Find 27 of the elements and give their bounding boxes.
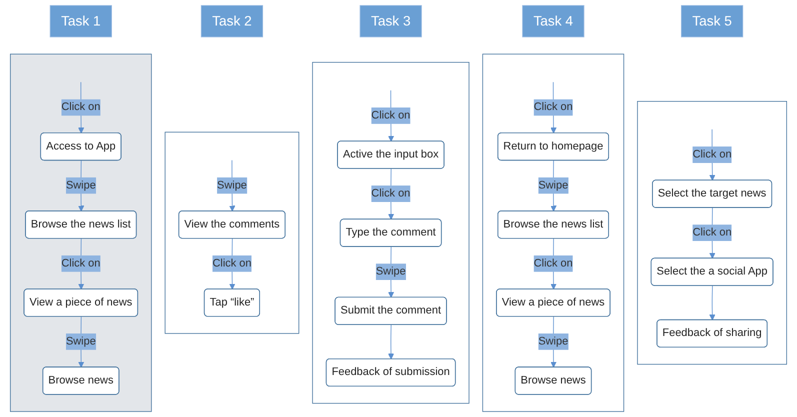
edge-label: Swipe	[66, 336, 96, 348]
edge-label: Swipe	[217, 179, 247, 192]
edge-label: Click on	[534, 257, 573, 270]
node-box: Task 5	[680, 5, 744, 38]
node-box: Task 4	[522, 5, 584, 38]
arrow	[388, 324, 394, 360]
node-box: Task 3	[360, 5, 422, 38]
node-box: Task 1	[50, 5, 112, 38]
edge-label: Swipe	[376, 266, 406, 278]
cluster	[637, 101, 787, 365]
edge-label: Swipe	[538, 336, 568, 348]
edge-label: Click on	[61, 257, 100, 270]
edge-label: Click on	[692, 226, 732, 238]
cluster	[164, 132, 300, 334]
edge-label: Click on	[534, 101, 573, 113]
cluster	[312, 62, 470, 404]
edge-label: Click on	[371, 110, 410, 122]
cluster	[10, 54, 152, 412]
arrow	[709, 286, 716, 320]
edge-label: Click on	[692, 148, 732, 160]
node-box: Task 2	[200, 5, 264, 38]
edge-label: Swipe	[538, 179, 568, 192]
edge-label: Swipe	[66, 179, 96, 192]
edge-label: Click on	[61, 101, 100, 113]
edge-label: Click on	[212, 257, 252, 270]
cluster	[482, 54, 624, 412]
edge-label: Click on	[371, 188, 410, 200]
